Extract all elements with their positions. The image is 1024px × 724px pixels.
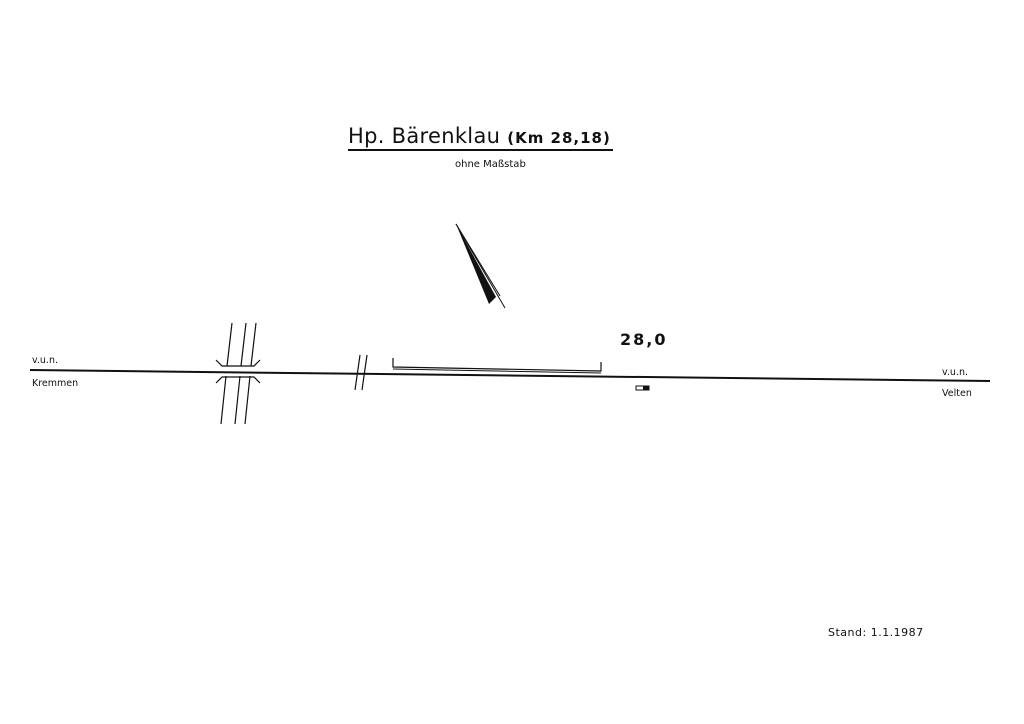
track-break-marks (354, 354, 368, 391)
road-crossing (215, 322, 261, 425)
scale-note: ohne Maßstab (455, 159, 526, 170)
station-name: Hp. Bärenklau (348, 124, 501, 148)
north-arrow-icon (455, 223, 506, 309)
left-direction-label: v.u.n. (32, 355, 58, 366)
right-direction-label: v.u.n. (942, 367, 968, 378)
right-destination-label: Velten (942, 388, 972, 399)
page-title: Hp. Bärenklau (Km 28,18) (348, 124, 613, 151)
station-km: (Km 28,18) (507, 129, 611, 147)
date-stamp: Stand: 1.1.1987 (828, 626, 924, 639)
platform (392, 358, 602, 374)
left-destination-label: Kremmen (32, 378, 79, 389)
km-marker-label: 28,0 (620, 330, 668, 349)
main-track (29, 369, 991, 382)
